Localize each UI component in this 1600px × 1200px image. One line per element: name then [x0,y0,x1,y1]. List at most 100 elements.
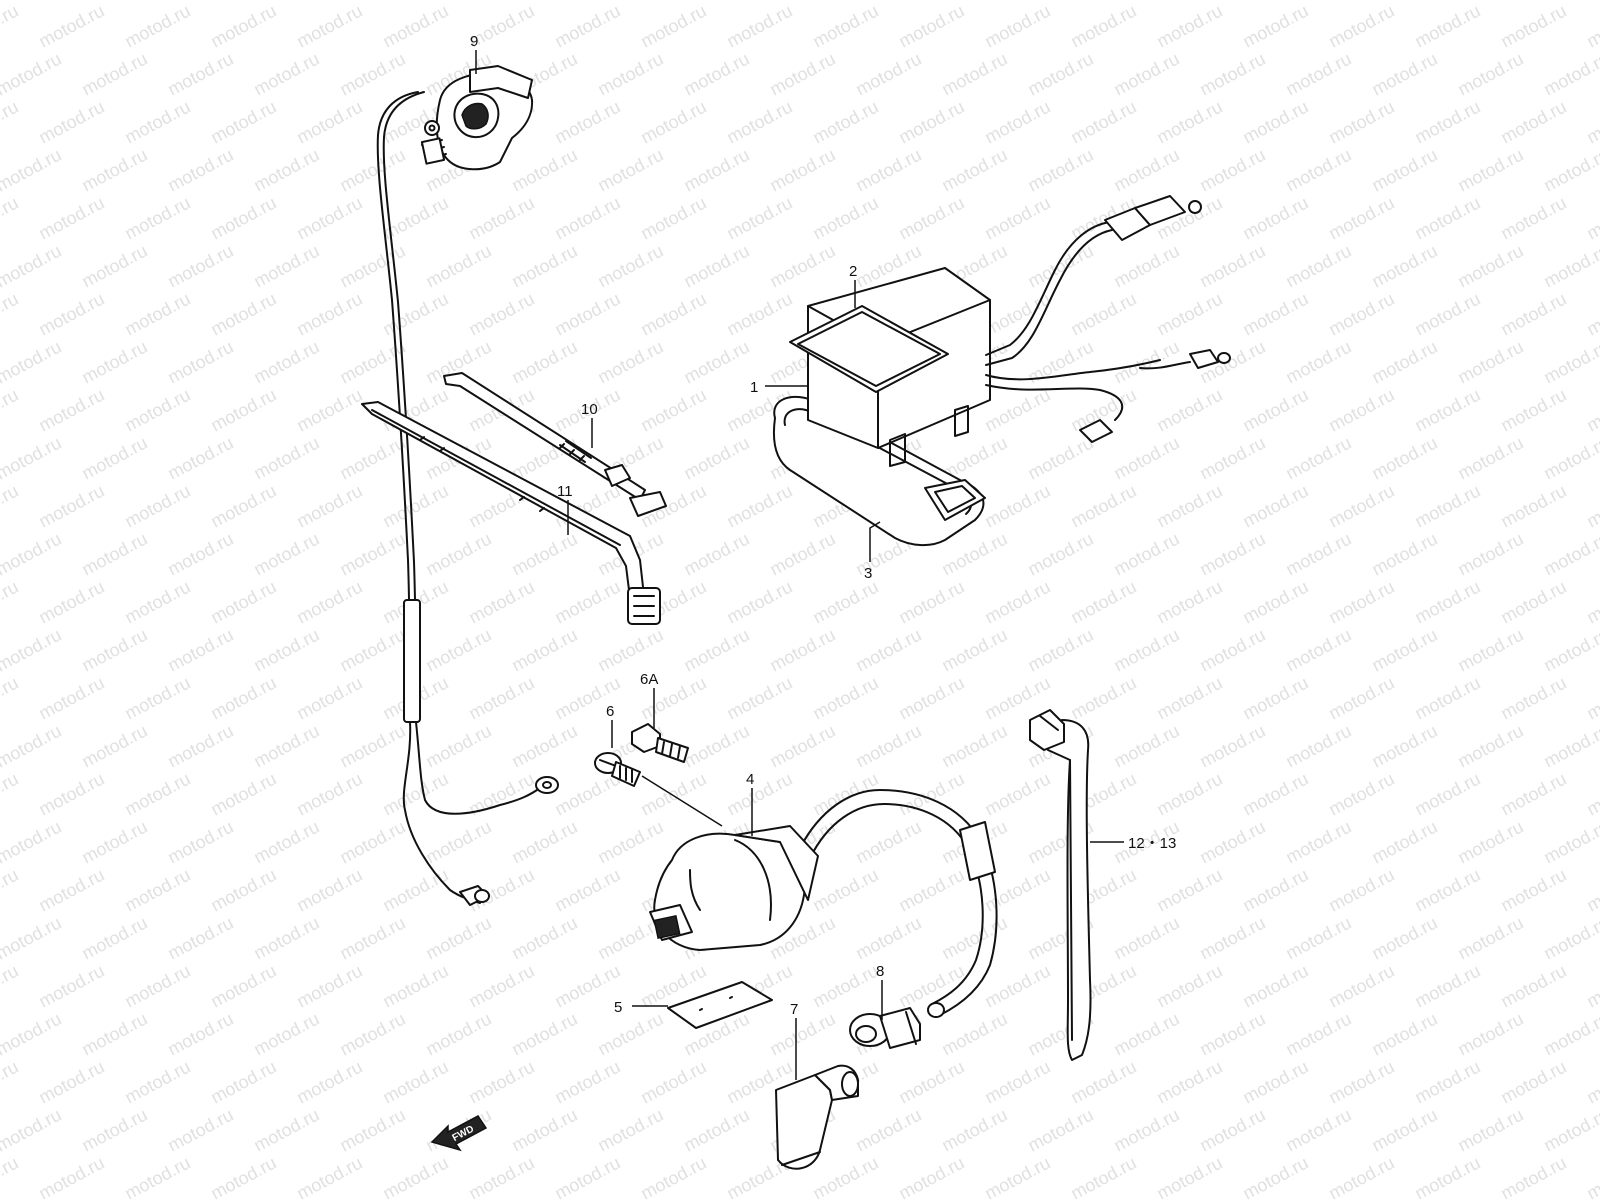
watermark-text: motod.ru [551,1,623,52]
watermark-text: motod.ru [207,481,279,532]
grommet-8[interactable] [849,1007,921,1049]
watermark-text: motod.ru [293,1,365,52]
watermark-text: motod.ru [508,913,580,964]
watermark-text: motod.ru [852,625,924,676]
watermark-text: motod.ru [293,385,365,436]
watermark-text: motod.ru [1497,1,1569,52]
watermark-text: motod.ru [981,769,1053,820]
watermark-text: motod.ru [0,193,22,244]
callout-5: 5 [614,999,622,1016]
watermark-text: motod.ru [1540,625,1600,676]
watermark-text: motod.ru [0,673,22,724]
watermark-text: motod.ru [508,337,580,388]
watermark-text: motod.ru [0,433,65,484]
watermark-text: motod.ru [1239,1,1311,52]
watermark-text: motod.ru [35,193,107,244]
watermark-text: motod.ru [1110,337,1182,388]
watermark-text: motod.ru [1368,241,1440,292]
cable-tie-10[interactable] [443,372,667,517]
watermark-text: motod.ru [981,961,1053,1012]
cdi-unit-assembly[interactable] [772,195,1231,546]
wire-clamp-12-13[interactable] [1029,709,1092,1061]
watermark-text: motod.ru [207,289,279,340]
watermark-text: motod.ru [766,241,838,292]
watermark-text: motod.ru [637,1,709,52]
watermark-text: motod.ru [336,625,408,676]
watermark-text: motod.ru [379,481,451,532]
spark-plug-cap-7[interactable] [775,1064,859,1170]
watermark-text: motod.ru [1153,97,1225,148]
watermark-text: motod.ru [680,1105,752,1156]
watermark-text: motod.ru [164,913,236,964]
watermark-text: motod.ru [1110,913,1182,964]
watermark-text: motod.ru [0,625,65,676]
watermark-text: motod.ru [895,769,967,820]
watermark-text: motod.ru [1497,577,1569,628]
watermark-text: motod.ru [938,1009,1010,1060]
callout-6: 6 [606,703,614,720]
watermark-text: motod.ru [293,961,365,1012]
watermark-text: motod.ru [1282,49,1354,100]
watermark-text: motod.ru [0,721,65,772]
watermark-text: motod.ru [35,769,107,820]
coil-pad-5[interactable] [667,981,773,1029]
watermark-text: motod.ru [1196,433,1268,484]
watermark-text: motod.ru [1583,289,1600,340]
watermark-text: motod.ru [1454,1009,1526,1060]
watermark-text: motod.ru [1325,1153,1397,1200]
ignition-coil-4[interactable] [649,789,998,1018]
watermark-text: motod.ru [1411,481,1483,532]
watermark-text: motod.ru [809,193,881,244]
watermark-text: motod.ru [508,625,580,676]
watermark-text: motod.ru [1196,625,1268,676]
watermark-text: motod.ru [594,625,666,676]
watermark-text: motod.ru [1282,625,1354,676]
watermark-text: motod.ru [1067,1,1139,52]
watermark-text: motod.ru [1454,49,1526,100]
watermark-text: motod.ru [1024,0,1096,4]
watermark-text: motod.ru [1454,625,1526,676]
watermark-text: motod.ru [1024,145,1096,196]
watermark-text: motod.ru [164,0,236,4]
watermark-text: motod.ru [78,913,150,964]
watermark-text: motod.ru [250,529,322,580]
watermark-text: motod.ru [938,913,1010,964]
watermark-text: motod.ru [1196,1009,1268,1060]
watermark-text: motod.ru [35,289,107,340]
watermark-text: motod.ru [981,385,1053,436]
harness-strip-11[interactable] [361,401,661,625]
pickup-coil-assembly[interactable] [376,65,559,906]
watermark-text: motod.ru [422,0,494,4]
watermark-text: motod.ru [207,769,279,820]
watermark-text: motod.ru [766,721,838,772]
watermark-text: motod.ru [336,1009,408,1060]
watermark-text: motod.ru [1454,145,1526,196]
watermark-text: motod.ru [508,529,580,580]
watermark-text: motod.ru [422,913,494,964]
watermark-text: motod.ru [938,1105,1010,1156]
watermark-text: motod.ru [1497,193,1569,244]
watermark-text: motod.ru [1411,769,1483,820]
watermark-text: motod.ru [78,1105,150,1156]
bolt-6[interactable] [594,752,641,787]
watermark-text: motod.ru [1411,193,1483,244]
watermark-text: motod.ru [1239,865,1311,916]
watermark-text: motod.ru [1454,241,1526,292]
watermark-text: motod.ru [1497,769,1569,820]
watermark-text: motod.ru [1411,1057,1483,1108]
callouts: 9 2 1 3 10 11 4 6 6A 5 7 8 12・13 [470,33,1176,1018]
watermark-text: motod.ru [0,769,22,820]
watermark-text: motod.ru [680,241,752,292]
watermark-text: motod.ru [1583,97,1600,148]
watermark-text: motod.ru [121,577,193,628]
watermark-text: motod.ru [981,193,1053,244]
watermark-text: motod.ru [1325,289,1397,340]
watermark-text: motod.ru [0,241,65,292]
watermark-text: motod.ru [766,145,838,196]
watermark-text: motod.ru [1368,625,1440,676]
watermark-text: motod.ru [1497,1057,1569,1108]
watermark-text: motod.ru [1540,1009,1600,1060]
watermark-text: motod.ru [1196,0,1268,4]
watermark-text: motod.ru [164,817,236,868]
bolt-6a[interactable] [631,723,689,763]
